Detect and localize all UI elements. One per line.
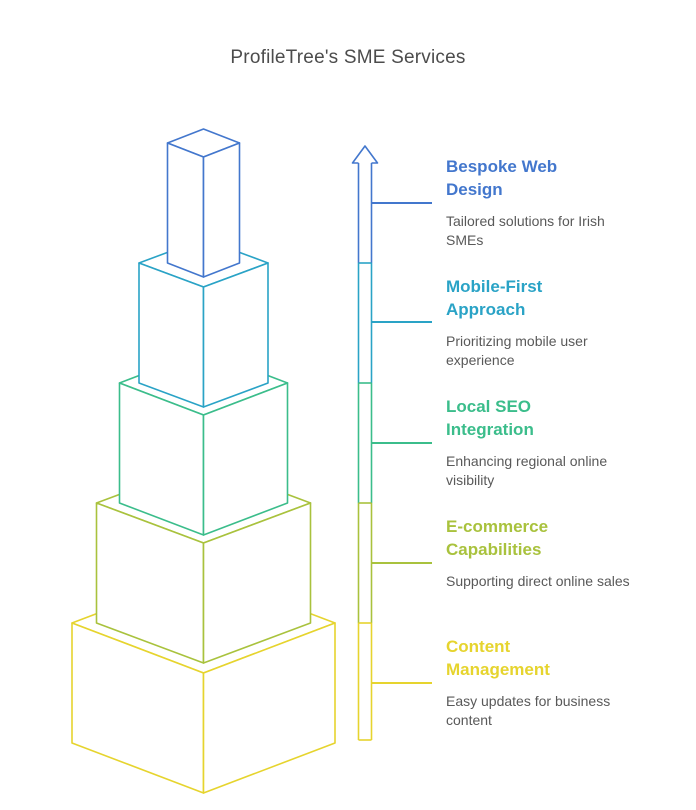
arrow-segment-5 <box>357 622 432 741</box>
service-heading: E-commerce Capabilities <box>446 517 549 559</box>
service-item-ecommerce-capabilities: E-commerce Capabilities Supporting direc… <box>446 515 656 591</box>
service-item-content-management: Content Management Easy updates for busi… <box>446 635 656 730</box>
service-description: Supporting direct online sales <box>446 573 630 589</box>
arrow-segment-2 <box>357 262 432 383</box>
page-title: ProfileTree's SME Services <box>230 47 466 68</box>
arrow-segment-3 <box>357 382 432 503</box>
service-description: Enhancing regional online visibility <box>446 453 608 488</box>
service-heading: Local SEO Integration <box>446 397 534 439</box>
service-description: Easy updates for business content <box>446 693 611 728</box>
service-item-local-seo-integration: Local SEO Integration Enhancing regional… <box>446 395 656 490</box>
arrowhead-up-icon <box>351 145 379 164</box>
service-heading: Mobile-First Approach <box>446 277 543 319</box>
service-item-bespoke-web-design: Bespoke Web Design Tailored solutions fo… <box>446 155 656 250</box>
growth-arrow <box>351 145 432 741</box>
service-description: Prioritizing mobile user experience <box>446 333 588 368</box>
service-heading: Content Management <box>446 637 550 679</box>
service-description: Tailored solutions for Irish SMEs <box>446 213 605 248</box>
arrow-segment-1 <box>357 163 432 263</box>
service-item-mobile-first-approach: Mobile-First Approach Prioritizing mobil… <box>446 275 656 370</box>
arrow-segment-4 <box>357 502 432 623</box>
service-heading: Bespoke Web Design <box>446 157 558 199</box>
box-bespoke-web-design <box>166 128 241 278</box>
